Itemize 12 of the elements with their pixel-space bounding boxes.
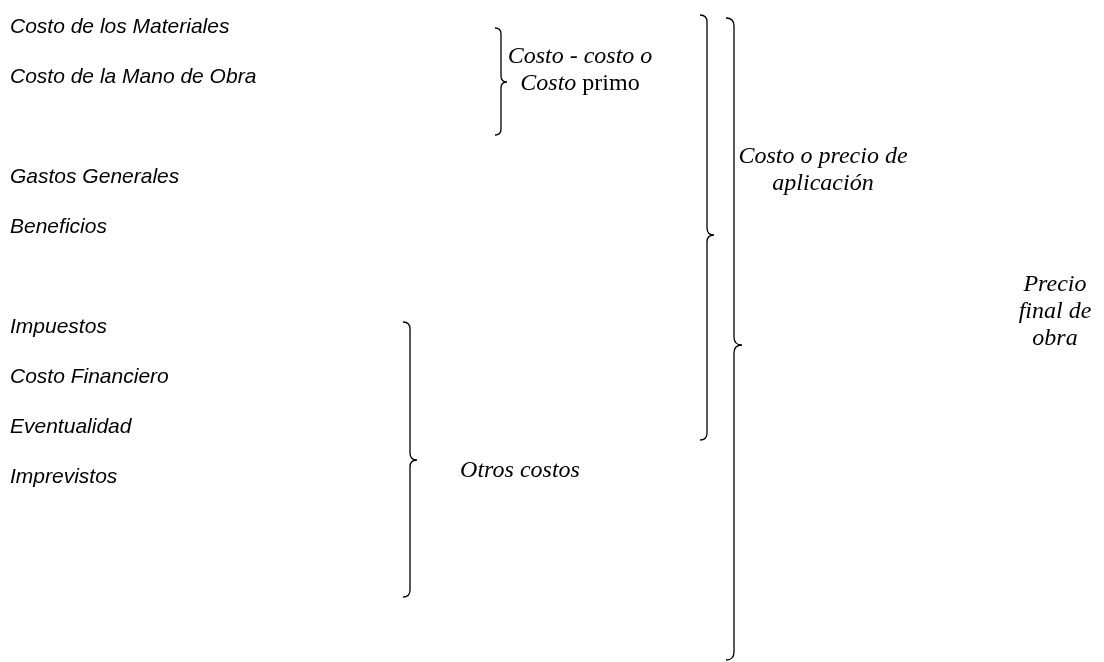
group-label: Otros costos	[459, 456, 581, 483]
item-text: Costo de los Materiales	[10, 14, 230, 38]
group-label: Precio final de obra	[1017, 270, 1093, 351]
group-label: Costo - costo o Costo primo	[506, 42, 654, 96]
item-text: Costo Financiero	[10, 364, 169, 388]
item-text: Eventualidad	[10, 414, 132, 438]
item-text: Imprevistos	[10, 464, 118, 488]
item-text: Costo de la Mano de Obra	[10, 64, 257, 88]
item-text: Gastos Generales	[10, 164, 180, 188]
group-label: Costo o precio de aplicación	[737, 142, 909, 196]
item-text: Impuestos	[10, 314, 107, 338]
item-text: Beneficios	[10, 214, 107, 238]
